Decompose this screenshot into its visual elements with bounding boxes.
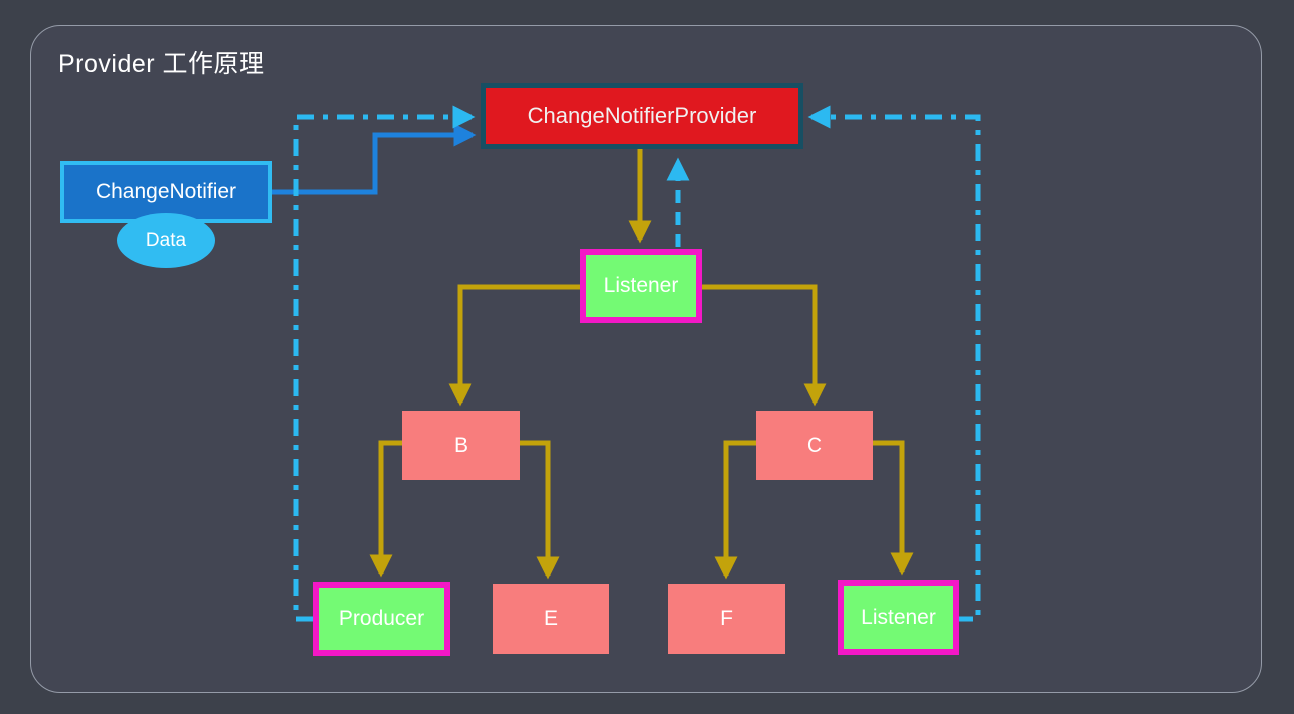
node-c: C [756, 411, 873, 480]
edge-listener-top-to-b [448, 284, 583, 407]
node-b: B [402, 411, 520, 480]
node-f: F [668, 584, 785, 654]
slide-title: Provider 工作原理 [58, 50, 265, 78]
edge-c-to-listener-bottom [871, 440, 914, 576]
node-listener-top: Listener [580, 249, 702, 323]
node-listener-bottom: Listener [838, 580, 959, 655]
edge-b-to-e [518, 440, 560, 580]
edge-listener-top-to-c [700, 284, 827, 407]
edge-producer-to-provider [293, 105, 476, 622]
edge-b-to-producer [369, 440, 404, 578]
edge-listener-bottom-to-provider [807, 105, 981, 622]
edge-change-notifier-to-provider [271, 123, 477, 195]
node-change-notifier-provider: ChangeNotifierProvider [481, 83, 803, 149]
node-e: E [493, 584, 609, 654]
node-producer: Producer [313, 582, 450, 656]
edge-c-to-f [714, 440, 758, 580]
node-data: Data [117, 213, 215, 268]
